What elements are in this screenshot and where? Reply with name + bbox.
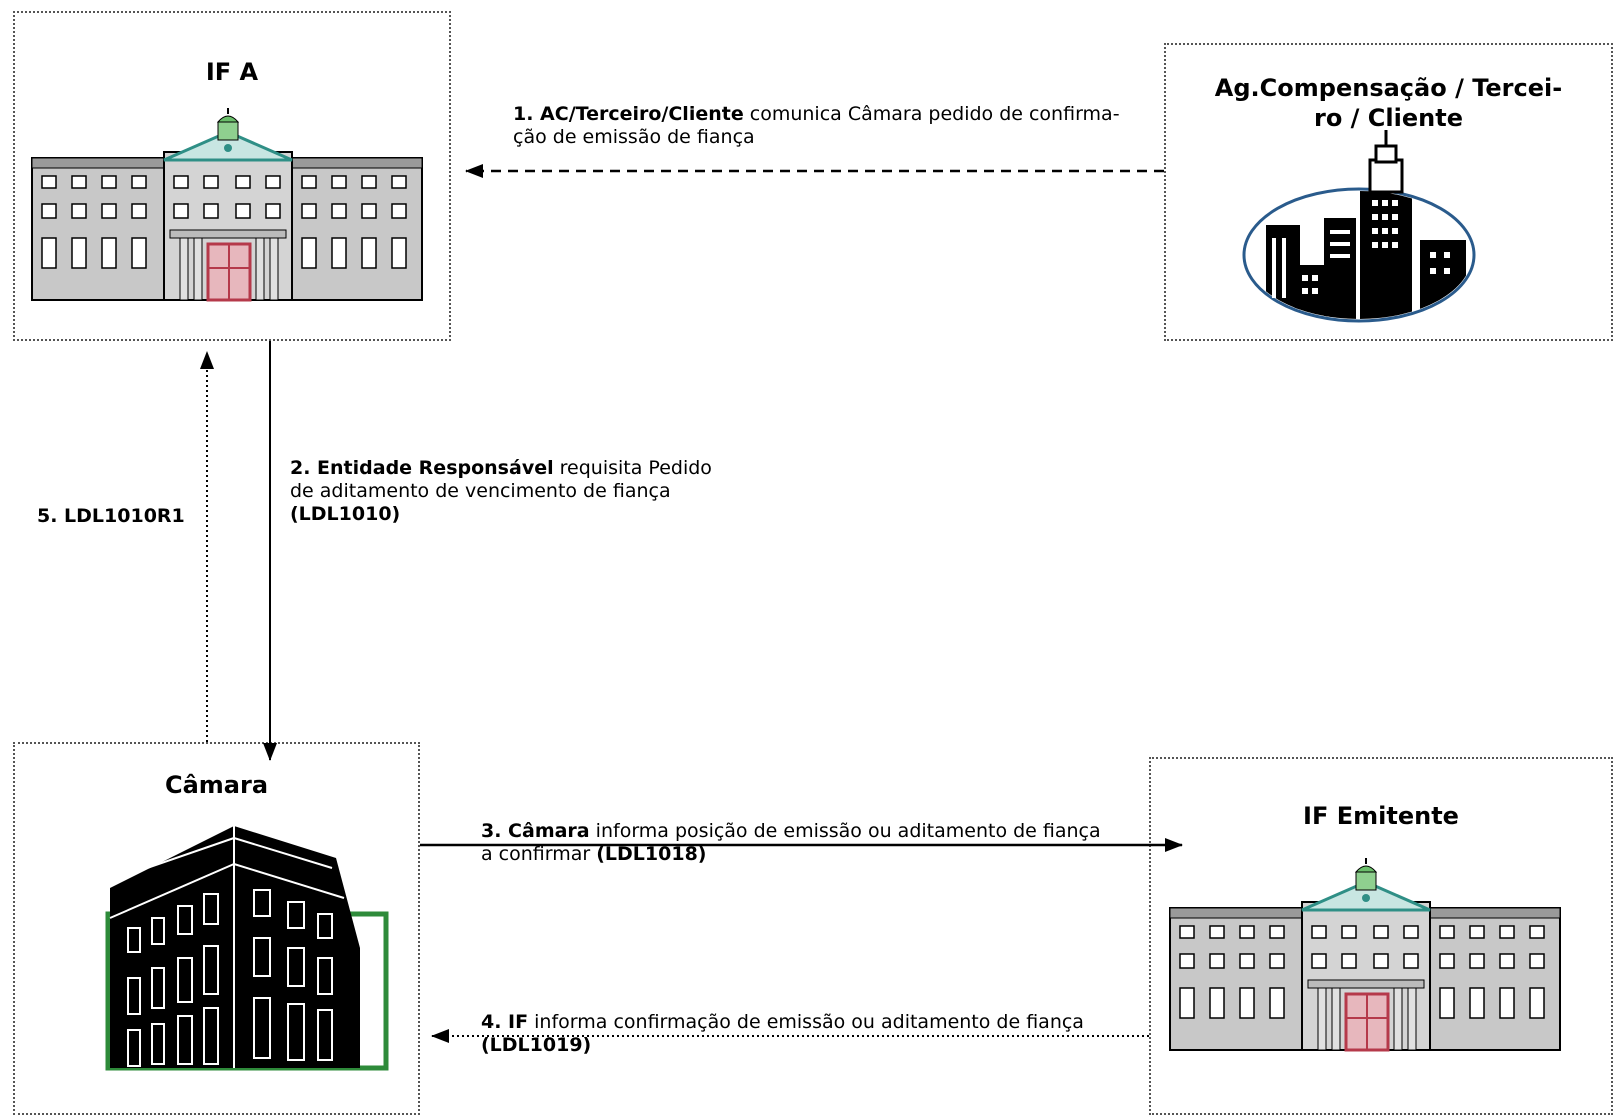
step2-label: 2. Entidade Responsável requisita Pedido… <box>290 457 730 526</box>
node-title-line2: ro / Cliente <box>1314 104 1463 132</box>
step3-code: (LDL1018) <box>596 843 707 865</box>
step1-text: comunica Câmara pedido de confirma- <box>743 103 1120 125</box>
step5-label: 5. LDL1010R1 <box>37 505 185 528</box>
node-title: IF Emitente <box>1303 802 1459 830</box>
node-title: IF A <box>205 58 259 86</box>
node-title: Câmara <box>164 771 269 799</box>
step1-label: 1. AC/Terceiro/Cliente comunica Câmara p… <box>513 103 1153 149</box>
step4-label: 4. IF informa confirmação de emissão ou … <box>481 1011 1161 1057</box>
bank-building-icon <box>1169 858 1561 1052</box>
node-title-line1: Ag.Compensação / Tercei- <box>1214 74 1563 102</box>
city-skyline-icon <box>1242 130 1476 323</box>
step2-bold: 2. Entidade Responsável <box>290 457 554 479</box>
step2-code: (LDL1010) <box>290 503 401 525</box>
step4-text: informa confirmação de emissão ou aditam… <box>528 1011 1084 1033</box>
step3-bold: 3. Câmara <box>481 820 590 842</box>
step3-label: 3. Câmara informa posição de emissão ou … <box>481 820 1161 866</box>
step3-text: informa posição de emissão ou aditamento… <box>589 820 1101 842</box>
step4-bold: 4. IF <box>481 1011 529 1033</box>
step1-text2: ção de emissão de fiança <box>513 126 755 148</box>
step3-text2: a confirmar <box>481 843 597 865</box>
bank-building-icon <box>31 108 423 302</box>
step5-bold: 5. LDL1010R1 <box>37 505 185 527</box>
step2-text2: de aditamento de vencimento de fiança <box>290 480 671 502</box>
step2-text: requisita Pedido <box>553 457 712 479</box>
step1-bold: 1. AC/Terceiro/Cliente <box>513 103 744 125</box>
step4-code: (LDL1019) <box>481 1034 592 1056</box>
camara-building-icon <box>105 826 389 1071</box>
